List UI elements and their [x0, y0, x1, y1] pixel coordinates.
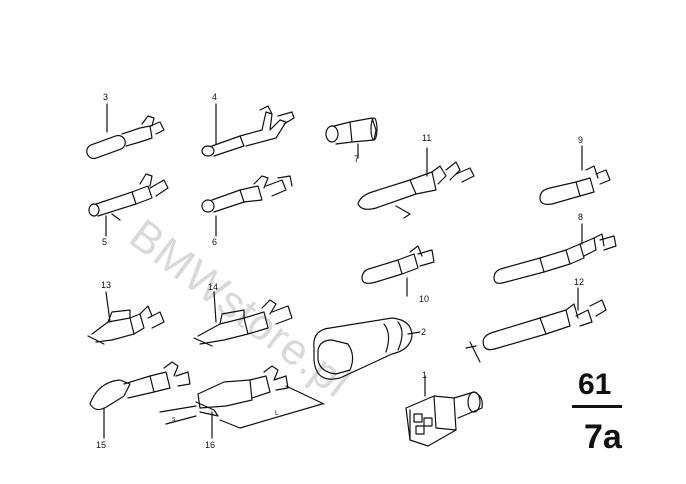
part-16-dimensioned-terminal[interactable]	[159, 365, 325, 439]
callout-7: 7	[354, 154, 360, 164]
part-4-flat-terminal[interactable]	[201, 103, 295, 157]
part-1-connector-housing[interactable]	[405, 375, 483, 447]
part-8-long-connector[interactable]	[493, 223, 617, 284]
part-11-long-pin-connector[interactable]	[357, 147, 475, 219]
callout-3: 3	[103, 92, 109, 102]
part-6-open-crimp-terminal[interactable]	[201, 175, 293, 237]
callout-5: 5	[102, 237, 108, 247]
callout-1: 1	[422, 370, 428, 380]
callout-10: 10	[419, 294, 430, 304]
callout-9: 9	[578, 135, 584, 145]
callout-15: 15	[96, 440, 107, 450]
dimension-label-l: L	[275, 410, 279, 417]
callout-13: 13	[101, 280, 112, 290]
part-9-pin-terminal[interactable]	[539, 145, 611, 205]
part-12-long-terminal[interactable]	[465, 287, 607, 363]
dimension-label-s: s	[172, 416, 176, 423]
callout-4: 4	[212, 92, 218, 102]
callout-6: 6	[212, 237, 218, 247]
section-divider	[572, 405, 622, 408]
callout-11: 11	[422, 133, 432, 143]
part-7-round-plug[interactable]	[325, 117, 378, 159]
part-15-hooked-terminal[interactable]	[89, 361, 191, 439]
part-5-tubular-terminal[interactable]	[88, 173, 169, 237]
callout-8: 8	[578, 212, 584, 222]
part-2-rubber-boot[interactable]	[313, 317, 421, 380]
section-group-number: 61	[578, 368, 612, 401]
part-14-flat-bracket-terminal[interactable]	[193, 291, 293, 347]
callout-12: 12	[574, 277, 585, 287]
part-10-pin-connector[interactable]	[361, 245, 435, 297]
part-13-bracket-terminal[interactable]	[87, 291, 165, 345]
section-sheet-number: 7a	[584, 418, 622, 456]
callout-2: 2	[421, 327, 427, 337]
callout-14: 14	[208, 282, 219, 292]
callout-16: 16	[205, 440, 216, 450]
part-3-round-pin-terminal[interactable]	[85, 103, 165, 160]
